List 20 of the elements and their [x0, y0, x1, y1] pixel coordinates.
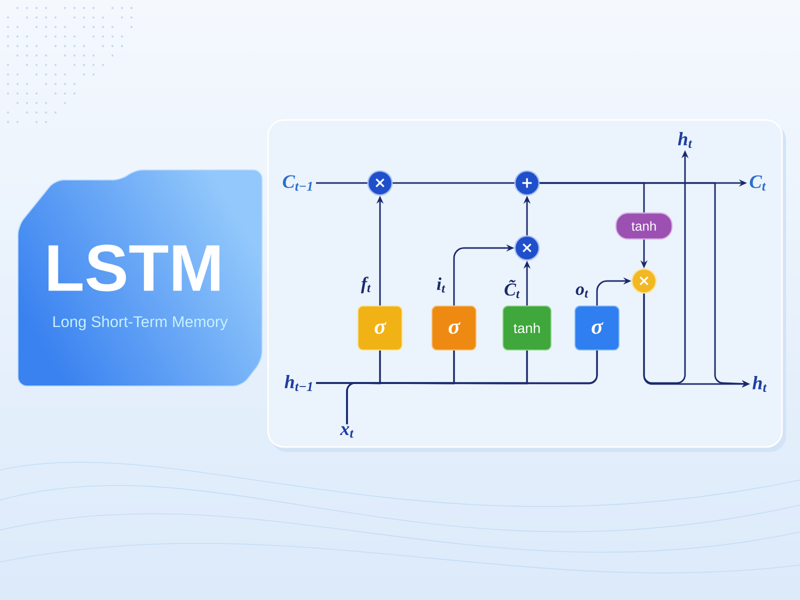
edge-label: C̃$_{t}$: [503, 278, 521, 300]
variable-label: C$_{t−1}$: [282, 175, 312, 191]
title: LSTM: [48, 244, 220, 292]
variable-label: C$_{t}$: [750, 175, 766, 191]
edge-label: i$_{t}$: [436, 276, 446, 294]
gate-box: tanh: [502, 306, 552, 350]
connector-line: [316, 182, 368, 184]
subtitle: Long Short-Term Memory: [53, 316, 228, 330]
connector-line: [392, 182, 514, 184]
variable-label: h$_{t}$: [678, 132, 692, 148]
edge-label: o$_{t}$: [574, 285, 590, 299]
gate-box: σ: [574, 306, 620, 350]
gate-box: σ: [432, 306, 476, 350]
connector-line: [346, 350, 598, 424]
activation-pill: tanh: [615, 212, 673, 240]
variable-label: x$_{t}$: [340, 426, 354, 438]
edge-label: f$_{t}$: [360, 276, 372, 294]
variable-label: h$_{t−1}$: [284, 374, 312, 392]
variable-label: h$_{t}$: [752, 376, 767, 392]
gate-box: σ: [358, 306, 402, 350]
